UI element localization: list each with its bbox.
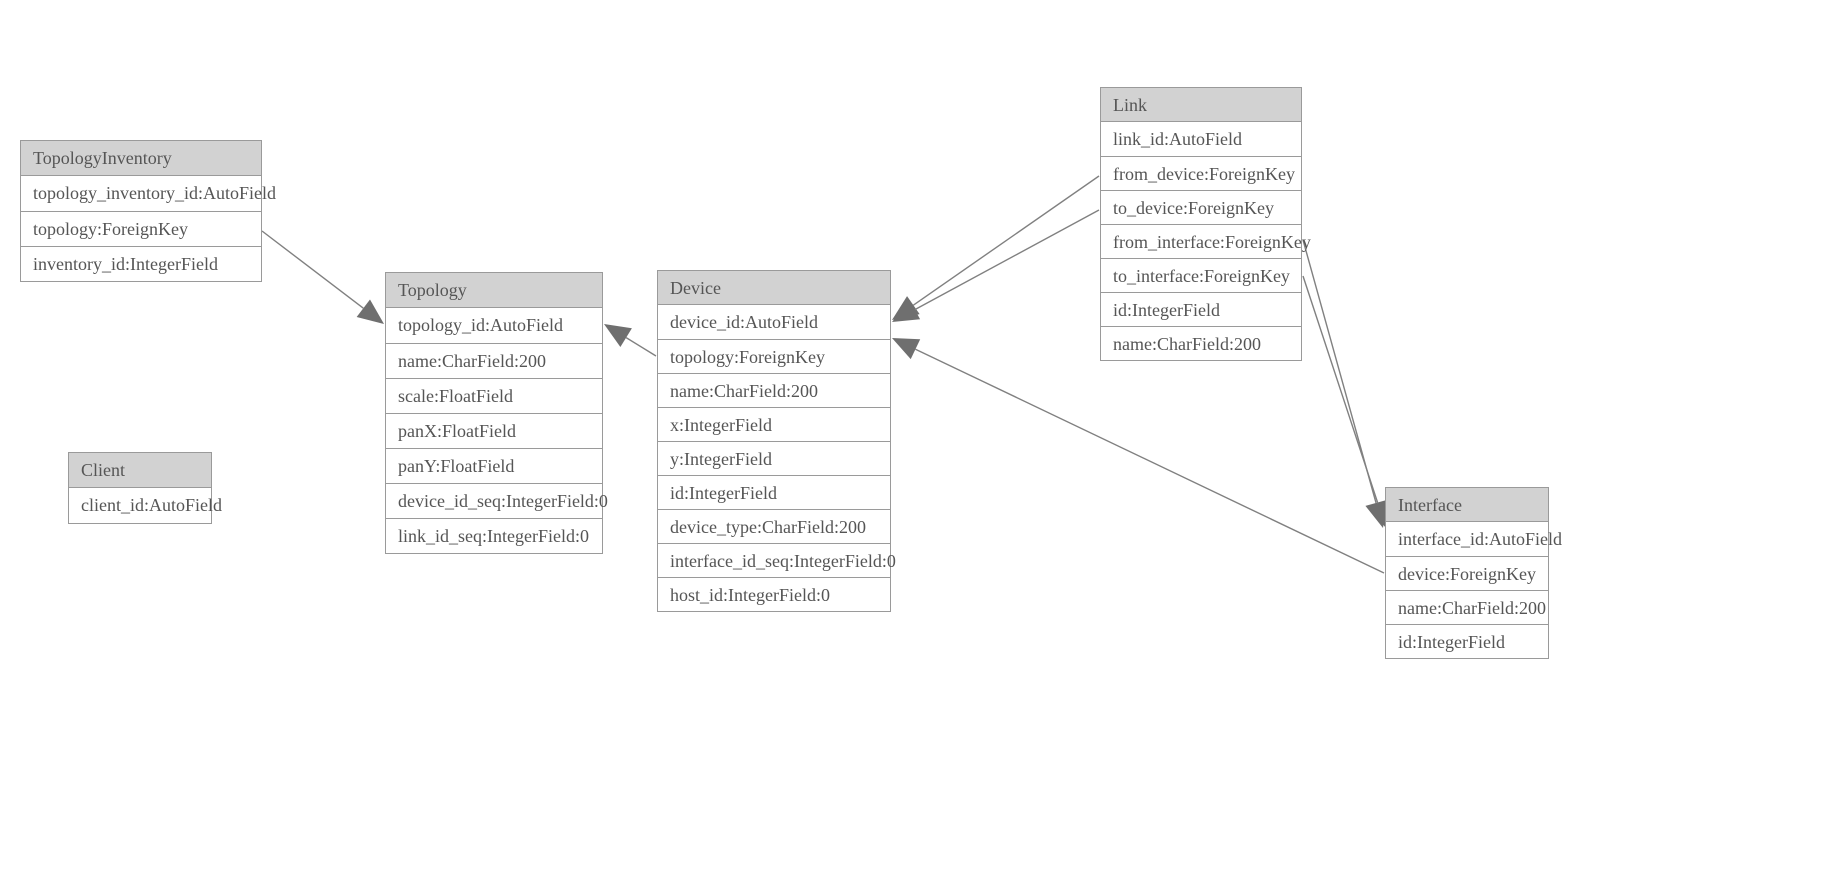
edge-interface-device bbox=[892, 338, 1385, 574]
entity-field-row[interactable]: name:CharField:200 bbox=[1386, 590, 1548, 624]
entity-field-row[interactable]: host_id:IntegerField:0 bbox=[658, 577, 890, 611]
edge-link-from-interface bbox=[1302, 239, 1387, 528]
entity-field-row[interactable]: link_id:AutoField bbox=[1101, 122, 1301, 156]
entity-title-interface: Interface bbox=[1386, 488, 1548, 522]
relationship-arrowhead bbox=[604, 324, 632, 347]
entity-field-row[interactable]: name:CharField:200 bbox=[386, 343, 602, 378]
entity-field-row[interactable]: client_id:AutoField bbox=[69, 488, 222, 523]
entity-title-topology_inventory: TopologyInventory bbox=[21, 141, 261, 176]
relationship-line bbox=[625, 337, 657, 357]
entity-field-row[interactable]: topology:ForeignKey bbox=[21, 211, 261, 246]
entity-field-row[interactable]: device_type:CharField:200 bbox=[658, 509, 890, 543]
entity-title-device: Device bbox=[658, 271, 890, 305]
entity-field-row[interactable]: to_device:ForeignKey bbox=[1101, 190, 1301, 224]
relationship-arrowhead bbox=[356, 299, 384, 324]
entity-title-client: Client bbox=[69, 453, 211, 488]
relationship-arrowhead bbox=[892, 296, 920, 320]
edge-device-topology bbox=[604, 324, 657, 357]
edge-link-from-device bbox=[892, 175, 1100, 320]
entity-field-row[interactable]: device_id:AutoField bbox=[658, 305, 890, 339]
relationship-line bbox=[914, 209, 1100, 311]
edge-link-to-interface bbox=[1302, 275, 1389, 528]
edge-link-to-device bbox=[892, 209, 1100, 322]
relationship-arrowhead bbox=[1365, 500, 1387, 528]
entity-field-row[interactable]: to_interface:ForeignKey bbox=[1101, 258, 1301, 292]
entity-field-row[interactable]: scale:FloatField bbox=[386, 378, 602, 413]
entity-field-row[interactable]: topology:ForeignKey bbox=[658, 339, 890, 373]
entity-field-row[interactable]: name:CharField:200 bbox=[1101, 326, 1301, 360]
entity-field-row[interactable]: id:IntegerField bbox=[658, 475, 890, 509]
entity-field-row[interactable]: inventory_id:IntegerField bbox=[21, 246, 261, 281]
relationship-line bbox=[1302, 275, 1379, 504]
relationship-line bbox=[912, 175, 1100, 306]
entity-field-row[interactable]: interface_id_seq:IntegerField:0 bbox=[658, 543, 896, 577]
entity-field-row[interactable]: from_device:ForeignKey bbox=[1101, 156, 1301, 190]
entity-field-row[interactable]: name:CharField:200 bbox=[658, 373, 890, 407]
entity-fields-client: client_id:AutoField bbox=[69, 488, 222, 523]
entity-field-row[interactable]: topology_id:AutoField bbox=[386, 308, 602, 343]
entity-field-row[interactable]: device_id_seq:IntegerField:0 bbox=[386, 483, 608, 518]
entity-field-row[interactable]: link_id_seq:IntegerField:0 bbox=[386, 518, 602, 553]
entity-field-row[interactable]: id:IntegerField bbox=[1101, 292, 1301, 326]
relationship-arrowhead bbox=[892, 338, 921, 360]
relationship-line bbox=[1302, 239, 1377, 504]
relationship-line bbox=[915, 348, 1385, 574]
entity-field-row[interactable]: interface_id:AutoField bbox=[1386, 522, 1562, 556]
relationship-line bbox=[261, 230, 364, 309]
entity-field-row[interactable]: y:IntegerField bbox=[658, 441, 890, 475]
entity-title-topology: Topology bbox=[386, 273, 602, 308]
entity-field-row[interactable]: panX:FloatField bbox=[386, 413, 602, 448]
entity-field-row[interactable]: panY:FloatField bbox=[386, 448, 602, 483]
entity-title-link: Link bbox=[1101, 88, 1301, 122]
entity-field-row[interactable]: topology_inventory_id:AutoField bbox=[21, 176, 276, 211]
entity-field-row[interactable]: from_interface:ForeignKey bbox=[1101, 224, 1311, 258]
edge-topologyinventory-topology bbox=[261, 230, 384, 324]
entity-field-row[interactable]: id:IntegerField bbox=[1386, 624, 1548, 658]
relationship-arrowhead bbox=[892, 299, 921, 322]
entity-field-row[interactable]: x:IntegerField bbox=[658, 407, 890, 441]
entity-field-row[interactable]: device:ForeignKey bbox=[1386, 556, 1548, 590]
